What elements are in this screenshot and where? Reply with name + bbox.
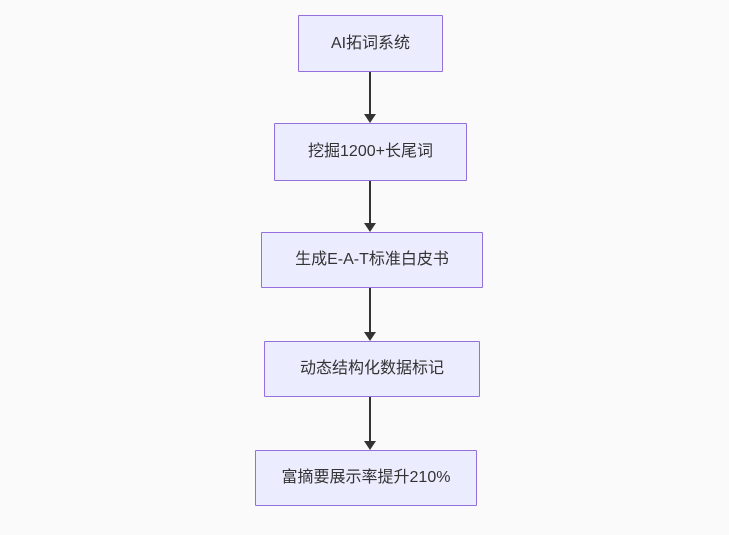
edge-3-4 [364,288,376,341]
flow-node-rich-snippet-result: 富摘要展示率提升210% [255,450,477,506]
edge-2-3 [364,181,376,232]
arrowhead-down-icon [364,114,376,123]
edge-4-5 [364,397,376,450]
flow-node-ai-word-expansion: AI拓词系统 [298,15,443,72]
edge-3-4-line [369,288,371,332]
edge-1-2-line [369,72,371,114]
flow-node-longtail-mining-label: 挖掘1200+长尾词 [308,143,433,161]
flow-node-structured-data-markup: 动态结构化数据标记 [264,341,480,397]
arrowhead-down-icon [364,441,376,450]
flow-node-eat-whitepaper-label: 生成E-A-T标准白皮书 [295,251,449,269]
flow-node-eat-whitepaper: 生成E-A-T标准白皮书 [261,232,483,288]
flow-node-longtail-mining: 挖掘1200+长尾词 [274,123,467,181]
arrowhead-down-icon [364,223,376,232]
edge-2-3-line [369,181,371,223]
flow-node-rich-snippet-result-label: 富摘要展示率提升210% [281,469,451,487]
edge-4-5-line [369,397,371,441]
edge-1-2 [364,72,376,123]
flow-node-structured-data-markup-label: 动态结构化数据标记 [299,360,444,378]
arrowhead-down-icon [364,332,376,341]
flow-node-ai-word-expansion-label: AI拓词系统 [330,34,411,52]
